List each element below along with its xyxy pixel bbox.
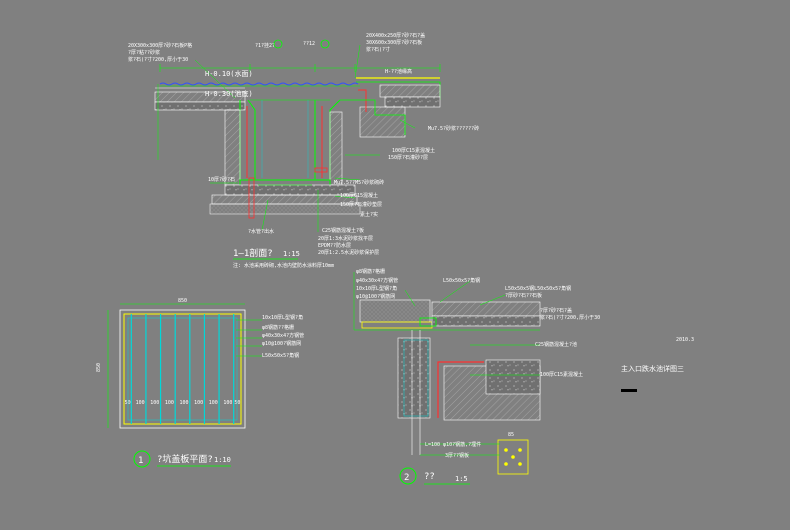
plan-title: ?坑盖板平面? — [157, 453, 213, 465]
detail-bottom-note2: 3厚??钢板 — [445, 452, 469, 459]
level-right: H-??池缘高 — [385, 68, 412, 75]
plan-bottom-dim: 100 — [150, 400, 159, 406]
section-note-tl-2: ?厚?粘??砂浆 — [128, 49, 160, 56]
plan-bottom-dim: 100 — [136, 400, 145, 406]
section-note-tl-1: 20X300x300厚?砂?石板P格 — [128, 42, 192, 49]
plan-note-4: φ10@100?钢筋网 — [262, 340, 301, 347]
section-note-tr-1: 20X400x250厚?砂?石?盖 — [366, 32, 425, 39]
section-scale: 1:15 — [283, 250, 300, 258]
detail-right-top-3: ?厚砂?石??石板 — [505, 292, 542, 299]
level-bottom: H-0.30(池底) — [205, 89, 253, 98]
detail-right-mid-1: ?厚?砂?石?盖 — [540, 307, 572, 314]
detail-right-low-1: C25钢筋混凝土?池 — [535, 341, 577, 348]
bottom-note-2: 20厚1:3水泥砂浆找平层 — [318, 235, 373, 242]
bottom-note-4: 20厚1:2.5水泥砂浆保护层 — [318, 249, 379, 256]
section-note-tr-3: 浆?石(?寸 — [366, 46, 390, 53]
detail-right-mid-2: 浆?石(?寸?200,厚小于30 — [540, 314, 600, 321]
detail-top-4: φ10@100?钢筋网 — [356, 293, 395, 300]
drawing-name: 主入口跌水池详图三 — [621, 364, 684, 373]
detail-top-2: φ40x30x4?方钢管 — [356, 277, 398, 284]
detail-right-low-2: 100厚C15素混凝土 — [540, 371, 583, 378]
plan-bottom-dim: 50 — [125, 400, 131, 406]
section-subnote: 注: 水池采用砖砌,水池内壁防水涂料厚10mm — [233, 262, 334, 269]
mid-note-1: Mu7.5??M5?砂浆砌砖 — [334, 179, 384, 186]
right-note-1: Mu7.5?砂浆??????砖 — [428, 125, 479, 132]
level-water: H-0.10(水面) — [205, 69, 253, 78]
detail-2: φ8钢筋?格栅 φ40x30x4?方钢管 10x10厚L型钢?角 φ10@100… — [353, 268, 600, 485]
bottom-note-3: EPDM??防水层 — [318, 242, 351, 249]
plan-bottom-dim: 100 — [209, 400, 218, 406]
detail-scale: 1:5 — [455, 475, 468, 483]
plan-note-5: L50x50x5?角钢 — [262, 352, 299, 359]
drawing-number: 2010.3 — [676, 337, 694, 343]
left-note: 10厚?砂?石 — [208, 176, 235, 183]
section-1-1: 20X300x300厚?砂?石板P格 ?厚?粘??砂浆 浆?石(?寸?200,厚… — [128, 32, 479, 269]
detail-right-top-2: L50x50x5钢L50x50x5?角钢 — [505, 285, 571, 292]
detail-top-1: φ8钢筋?格栅 — [356, 268, 385, 275]
detail-anchor-dim: 85 — [508, 432, 514, 438]
plan-bottom-dim: 50 — [234, 400, 240, 406]
plan-title-num: 1 — [138, 456, 143, 466]
section-note-tl-3: 浆?石(?寸?200,厚小于30 — [128, 56, 188, 63]
section-title: 1—1剖面? — [233, 247, 273, 259]
bottom-note-1: C25钢筋混凝土?板 — [322, 227, 364, 234]
title-underline — [621, 389, 637, 392]
mid-note-4: 素土?实 — [360, 211, 378, 218]
detail-title-num: 2 — [404, 473, 409, 483]
plan-note-3: φ40x30x4?方钢管 — [262, 332, 304, 339]
plan-bottom-dim: 100 — [223, 400, 232, 406]
section-note-tm: ?1?挂27 — [255, 42, 275, 49]
right-note-3: 150厚?石灌砂?层 — [388, 154, 428, 161]
plan-bottom-dim: 100 — [194, 400, 203, 406]
section-note-tm2: ??12 — [303, 41, 315, 47]
detail-bottom-note: L=100 φ10?钢筋,?埋件 — [425, 441, 481, 448]
drain-note: ?水管?出水 — [248, 228, 274, 235]
plan-dim-left: 850 — [96, 363, 102, 372]
plan-bottom-dim: 100 — [165, 400, 174, 406]
detail-title: ?? — [424, 472, 435, 482]
mid-note-3: 150厚?石灌砂垫层 — [340, 201, 382, 208]
title-block: 2010.3 主入口跌水池详图三 — [621, 337, 694, 392]
detail-right-top-1: L50x50x5?角钢 — [443, 277, 480, 284]
plan-bottom-dim: 100 — [180, 400, 189, 406]
mid-note-2: 100厚C15混凝土 — [340, 192, 378, 199]
detail-top-3: 10x10厚L型钢?角 — [356, 285, 397, 292]
plan-dim-top: 850 — [178, 298, 187, 304]
right-note-2: 100厚C15素混凝土 — [392, 147, 435, 154]
plan-note-2: φ8钢筋??格栅 — [262, 324, 294, 331]
section-note-tr-2: 30X600x300厚?砂?石板 — [366, 39, 422, 46]
plan-scale: 1:10 — [214, 456, 231, 464]
plan-note-1: 10x10厚L型钢?角 — [262, 314, 303, 321]
